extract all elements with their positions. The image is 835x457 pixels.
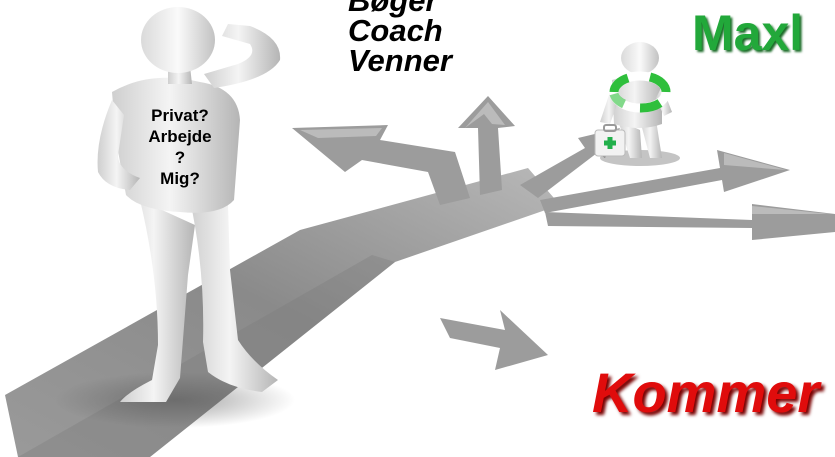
- figure-question-text: Privat? Arbejde ? Mig?: [128, 105, 232, 189]
- question-mark: ?: [128, 147, 232, 168]
- medical-case-icon: [595, 125, 625, 156]
- question-work: Arbejde: [128, 126, 232, 147]
- question-private: Privat?: [128, 105, 232, 126]
- option-coach: Coach: [348, 16, 452, 46]
- question-me: Mig?: [128, 168, 232, 189]
- brand-text: Maxl: [692, 4, 803, 62]
- options-list: Bøger Coach Venner: [348, 0, 452, 76]
- banner-text: Kommer: [592, 360, 819, 425]
- option-friends: Venner: [348, 46, 452, 76]
